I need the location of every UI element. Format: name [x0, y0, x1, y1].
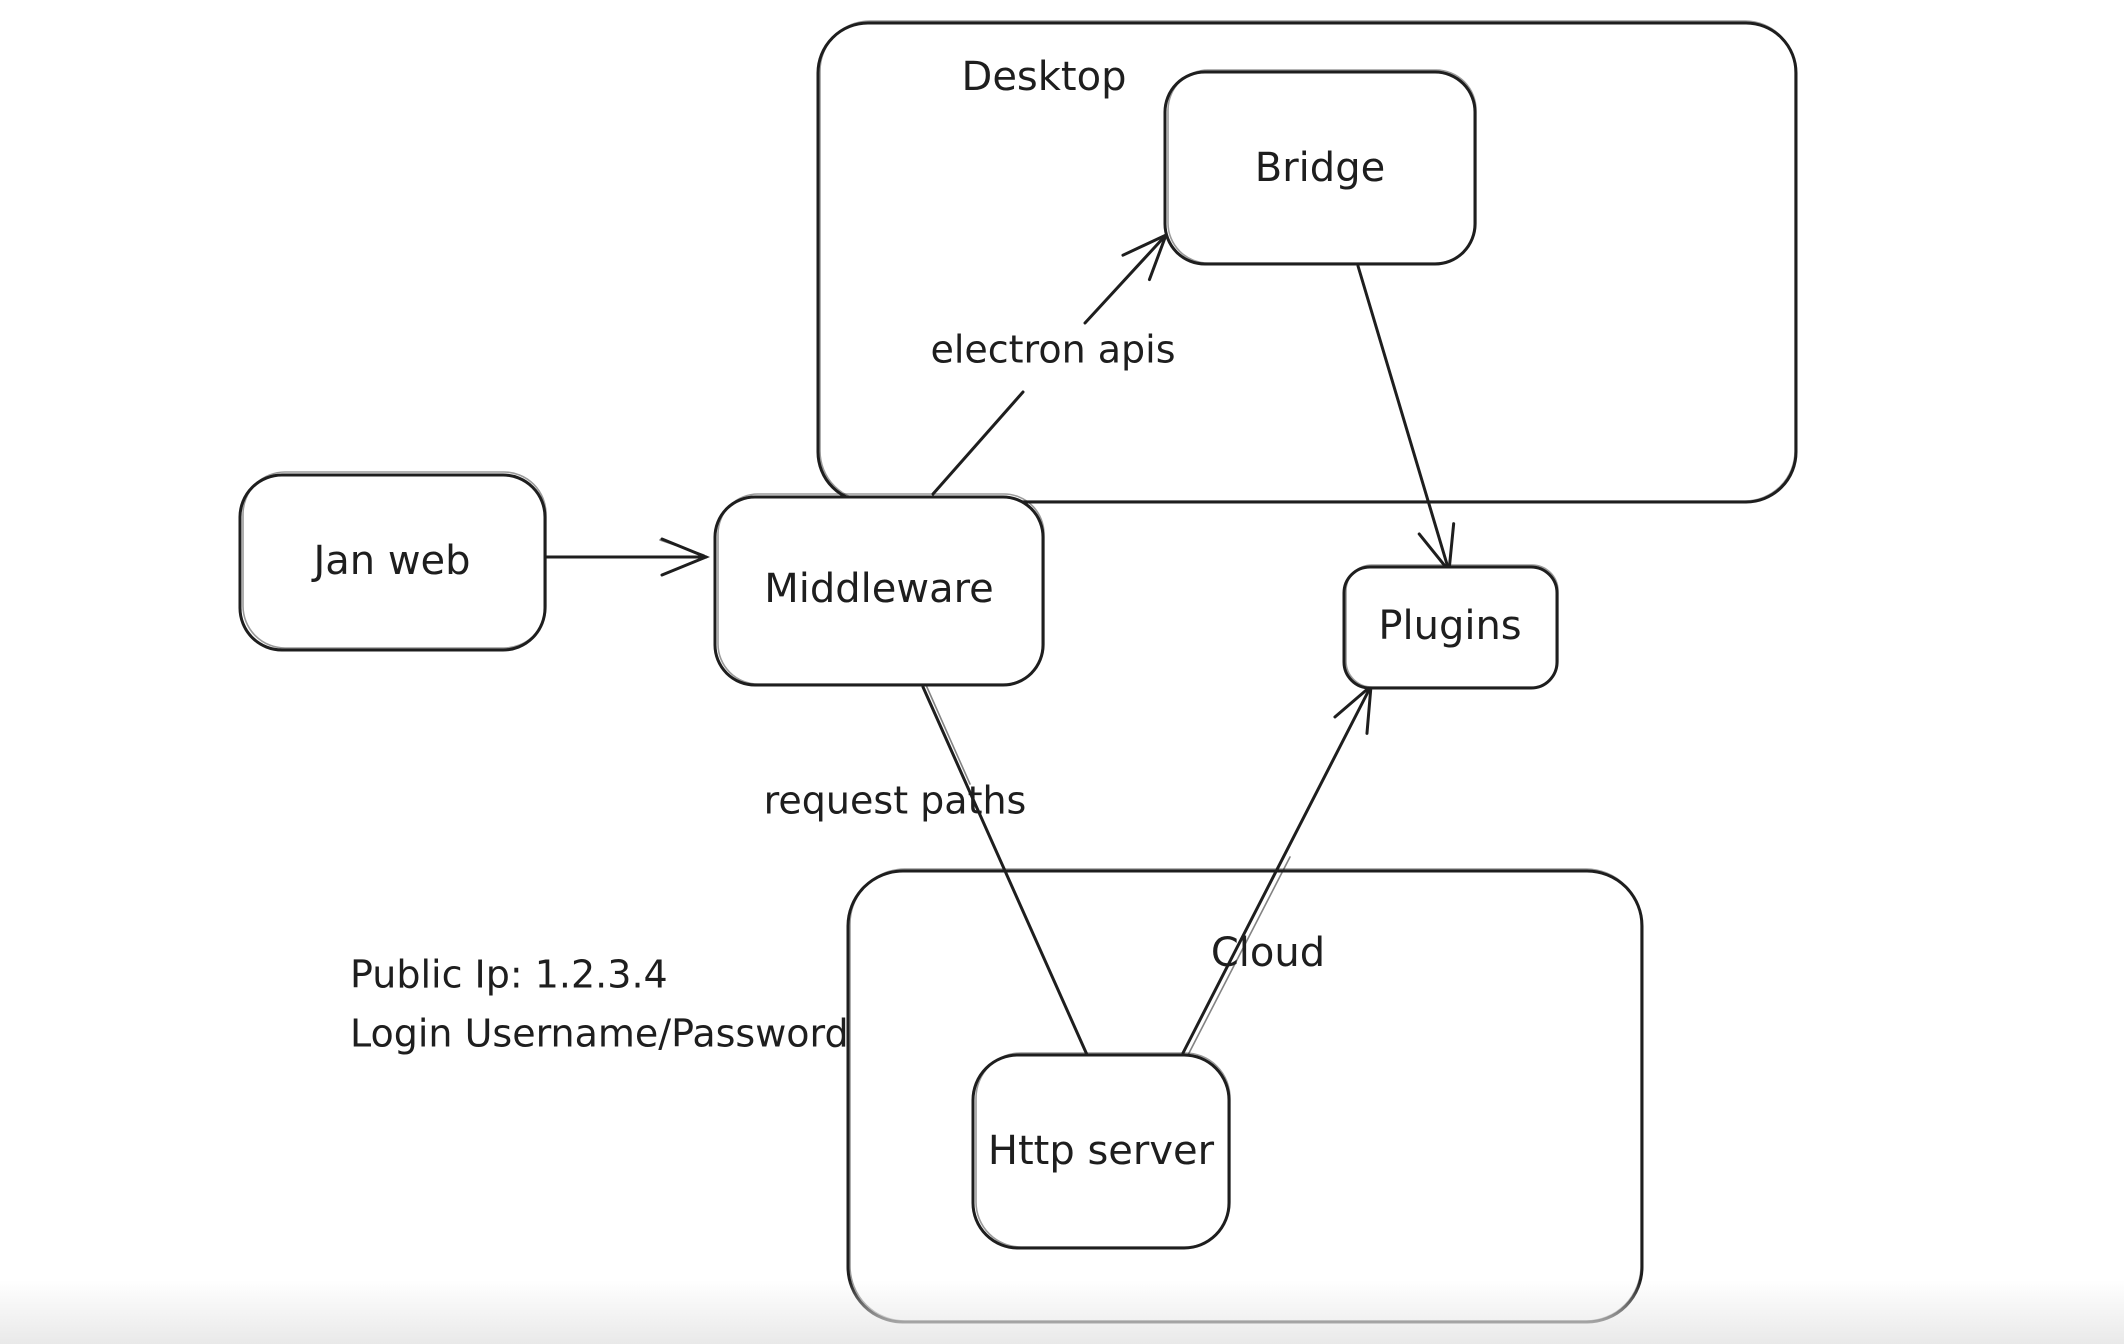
node-middleware-label: Middleware [764, 566, 994, 612]
edge-httpserver-to-plugins[interactable] [1181, 682, 1373, 1056]
node-bridge-label: Bridge [1255, 145, 1385, 191]
container-cloud-label: Cloud [1211, 930, 1325, 976]
edge-middleware-to-bridge[interactable] [931, 232, 1169, 496]
node-plugins[interactable] [1342, 564, 1559, 690]
node-http-server-label: Http server [988, 1128, 1215, 1174]
edge-janweb-to-middleware[interactable] [543, 537, 710, 577]
node-bridge[interactable] [1163, 69, 1477, 266]
edge-middleware-to-httpserver[interactable] [921, 684, 1090, 1059]
node-jan-web[interactable] [238, 471, 547, 652]
edge-label-request-paths: request paths [764, 779, 1027, 823]
node-middleware[interactable] [713, 493, 1045, 687]
node-http-server[interactable] [971, 1052, 1231, 1250]
edge-bridge-to-plugins[interactable] [1356, 264, 1456, 575]
note-public-ip[interactable]: Public Ip: 1.2.3.4 [350, 953, 668, 997]
node-jan-web-label: Jan web [310, 538, 470, 584]
edge-label-electron-apis: electron apis [930, 328, 1175, 372]
note-login[interactable]: Login Username/Password [350, 1012, 849, 1056]
container-desktop-label: Desktop [962, 54, 1127, 100]
node-plugins-label: Plugins [1378, 603, 1521, 649]
